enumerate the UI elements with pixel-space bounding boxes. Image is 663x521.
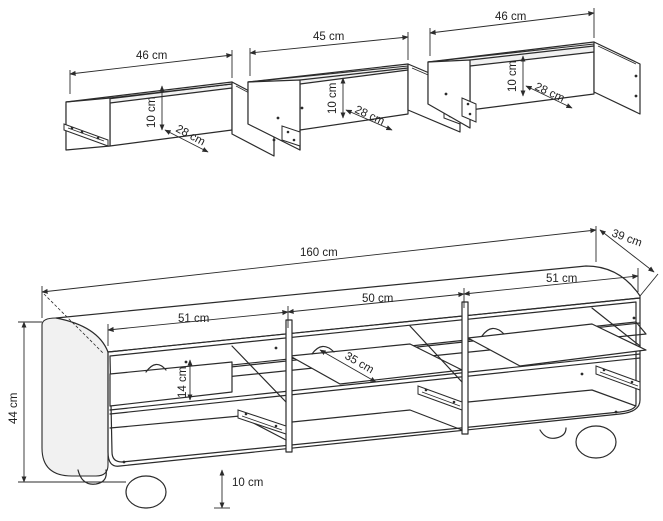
cabinet-divider-left bbox=[285, 319, 293, 453]
drawer-right-width-label: 46 cm bbox=[495, 11, 526, 23]
right-compartment-width-label: 51 cm bbox=[546, 273, 577, 285]
middle-compartment-width-label: 50 cm bbox=[362, 293, 393, 305]
drawer-middle-height-label: 10 cm bbox=[327, 83, 339, 114]
tv-cabinet bbox=[41, 265, 647, 509]
cabinet-depth-label: 39 cm bbox=[610, 228, 644, 250]
cabinet-left-side bbox=[41, 317, 109, 477]
left-compartment-width-label: 51 cm bbox=[178, 313, 209, 325]
shelf-height-label: 14 cm bbox=[177, 367, 189, 398]
cabinet-width-label: 160 cm bbox=[300, 247, 338, 259]
cabinet-feet bbox=[77, 425, 617, 509]
drawer-right-runner bbox=[461, 97, 477, 123]
cabinet-divider-right bbox=[461, 301, 469, 435]
cabinet-height-label: 44 cm bbox=[8, 393, 20, 424]
cabinet-right-shelf bbox=[467, 323, 647, 367]
drawer-right-front-panel bbox=[593, 41, 641, 115]
cabinet-runner-left bbox=[237, 409, 287, 435]
drawer-left-height-label: 10 cm bbox=[146, 97, 158, 128]
drawer-left-width-label: 46 cm bbox=[136, 50, 167, 62]
foot-height-label: 10 cm bbox=[232, 477, 263, 489]
drawer-left-runner bbox=[63, 123, 109, 147]
cabinet-runner-middle bbox=[417, 385, 463, 411]
drawer-middle-width-label: 45 cm bbox=[313, 31, 344, 43]
drawer-right-height-label: 10 cm bbox=[507, 61, 519, 92]
drawer-right-side bbox=[427, 59, 471, 129]
cabinet-runner-right bbox=[595, 365, 641, 391]
foot-front-left bbox=[125, 475, 167, 509]
foot-front-right bbox=[575, 425, 617, 459]
drawer-right: 46 cm 10 cm 28 cm bbox=[427, 8, 641, 129]
drawer-left: 46 cm 10 cm 28 cm bbox=[63, 50, 276, 157]
